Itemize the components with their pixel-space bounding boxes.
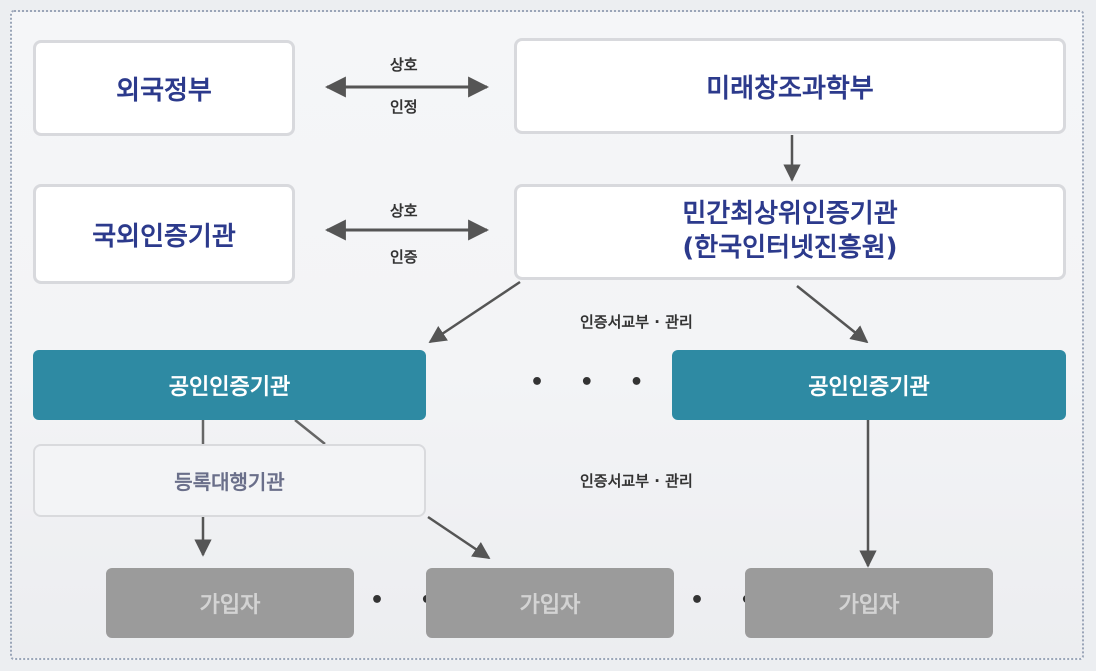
root-ca-label-line1: 민간최상위인증기관 [682,199,898,230]
public-ca-right-node: 공인인증기관 [672,350,1066,420]
subscriber-2-node: 가입자 [426,568,674,638]
msip-node: 미래창조과학부 [514,38,1066,134]
ellipsis-between-subscribers-1: • • [370,588,448,613]
mutual-certification-label-2: 인증 [390,248,418,266]
issue-manage-label-lower: 인증서교부 · 관리 [580,472,693,490]
ellipsis-between-subscribers-2: • • [690,588,768,613]
root-ca-node: 민간최상위인증기관 (한국인터넷진흥원) [514,184,1066,280]
foreign-government-node: 외국정부 [33,40,295,136]
foreign-ca-label: 국외인증기관 [92,221,236,252]
foreign-government-label: 외국정부 [116,75,212,106]
registration-agency-label: 등록대행기관 [174,470,285,494]
msip-label: 미래창조과학부 [706,73,874,104]
subscriber-3-label: 가입자 [838,593,900,618]
public-ca-right-label: 공인인증기관 [808,375,930,400]
public-ca-left-node: 공인인증기관 [33,350,426,420]
subscriber-1-node: 가입자 [106,568,354,638]
mutual-recognition-label-2: 인정 [390,98,418,116]
mutual-certification-label-1: 상호 [390,202,418,220]
public-ca-left-label: 공인인증기관 [168,375,291,400]
ellipsis-between-cas: • • • [530,370,658,395]
subscriber-2-label: 가입자 [519,593,581,618]
foreign-ca-node: 국외인증기관 [33,184,295,284]
mutual-recognition-label-1: 상호 [390,56,418,74]
registration-agency-node: 등록대행기관 [33,444,426,517]
issue-manage-label-upper: 인증서교부 · 관리 [580,313,693,331]
root-ca-label-line2: (한국인터넷진흥원) [682,233,898,263]
subscriber-3-node: 가입자 [745,568,993,638]
subscriber-1-label: 가입자 [199,593,261,618]
